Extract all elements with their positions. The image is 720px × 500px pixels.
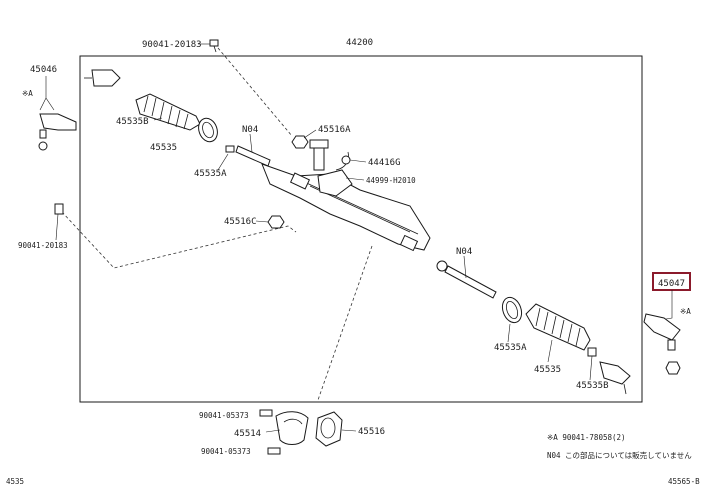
label-clip-right[interactable]: 45535A	[494, 343, 527, 353]
footnote-n04: N04 この部品については販売していません	[547, 450, 692, 460]
assembly-frame	[79, 55, 643, 403]
gasket	[341, 155, 351, 165]
label-assembly[interactable]: 44200	[346, 38, 373, 48]
label-boot-left[interactable]: 45535B	[116, 117, 149, 127]
bolt-bottom-2	[267, 447, 281, 455]
label-nut-left[interactable]: 45516C	[224, 217, 257, 227]
label-bracket[interactable]: 45514	[234, 429, 261, 439]
label-rack-end-left[interactable]: N04	[242, 125, 258, 135]
bolt-left	[54, 203, 64, 215]
highlight-box	[652, 272, 691, 291]
page-code-left: 4535	[6, 477, 24, 486]
label-clamp-right[interactable]: 45535	[534, 365, 561, 375]
label-nut-upper[interactable]: 45516A	[318, 125, 351, 135]
label-boot-right[interactable]: 45535B	[576, 381, 609, 391]
bushing	[315, 411, 343, 447]
nut-left	[267, 215, 285, 229]
leader-bolt-left	[61, 211, 297, 269]
leader-bracket	[317, 245, 373, 401]
bracket	[275, 411, 309, 445]
boot-right	[525, 303, 591, 351]
rack-end-right	[436, 260, 497, 299]
page-code-right: 45565-B	[668, 477, 700, 486]
label-rack-end-right[interactable]: N04	[456, 247, 472, 257]
label-bolt-top[interactable]: 90041-20183	[142, 40, 202, 50]
nut-upper	[291, 135, 309, 149]
label-valve[interactable]: 44999-H2010	[366, 176, 416, 185]
clamp-right	[501, 296, 523, 324]
label-note-a-right: ※A	[680, 307, 691, 316]
label-tie-rod-end-right[interactable]: 45047	[658, 279, 685, 289]
label-bolt-left[interactable]: 90041-20183	[18, 241, 68, 250]
label-tie-rod-end-left[interactable]: 45046	[30, 65, 57, 75]
label-bolt-bottom-2[interactable]: 90041-05373	[201, 447, 251, 456]
tie-rod-end-right	[643, 313, 681, 375]
label-bolt-bottom-1[interactable]: 90041-05373	[199, 411, 249, 420]
tie-rod-end-left	[38, 113, 77, 151]
label-note-a-left: ※A	[22, 89, 33, 98]
bolt-bottom-1	[259, 409, 273, 417]
label-bushing[interactable]: 45516	[358, 427, 385, 437]
label-clip-left[interactable]: 45535A	[194, 169, 227, 179]
clamp-left	[198, 117, 218, 143]
label-clamp-left[interactable]: 45535	[150, 143, 177, 153]
clip-left	[225, 145, 235, 153]
label-gasket[interactable]: 44416G	[368, 158, 401, 168]
bolt-top	[209, 39, 219, 53]
rack-end-left	[235, 145, 271, 167]
leader-bolt-top	[217, 47, 293, 137]
tie-rod-end-left-upper	[84, 69, 121, 87]
footnote-a: ※A 90041-78058(2)	[547, 433, 626, 442]
valve-housing	[309, 139, 353, 197]
